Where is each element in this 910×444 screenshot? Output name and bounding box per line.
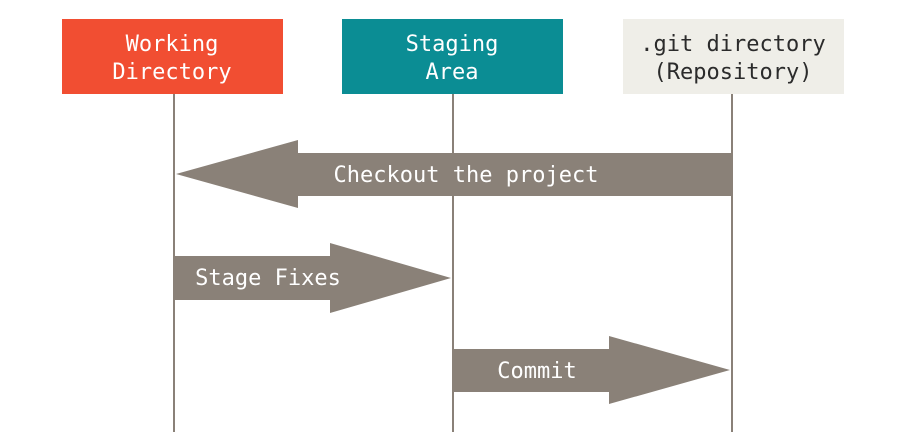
- commit-arrow: Commit: [453, 336, 730, 404]
- checkout-arrow-label: Checkout the project: [334, 163, 599, 188]
- checkout-arrow-shape: [176, 140, 732, 208]
- staging-area-box-bg: [342, 19, 563, 94]
- repository-label-line1: .git directory: [640, 32, 825, 57]
- working-directory-box: Working Directory: [62, 19, 283, 94]
- stage-fixes-arrow: Stage Fixes: [174, 243, 451, 313]
- working-directory-label-line2: Directory: [112, 60, 231, 85]
- checkout-arrow: Checkout the project: [176, 140, 732, 208]
- working-directory-box-bg: [62, 19, 283, 94]
- repository-label-line2: (Repository): [654, 60, 813, 85]
- stage-fixes-arrow-shape: [174, 243, 451, 313]
- repository-box-bg: [623, 19, 844, 94]
- stage-fixes-arrow-label: Stage Fixes: [195, 266, 341, 291]
- staging-area-box: Staging Area: [342, 19, 563, 94]
- repository-box: .git directory (Repository): [623, 19, 844, 94]
- commit-arrow-label: Commit: [497, 359, 576, 384]
- staging-area-label-line1: Staging: [406, 32, 499, 57]
- staging-area-label-line2: Area: [426, 60, 479, 85]
- commit-arrow-shape: [453, 336, 730, 404]
- working-directory-label-line1: Working: [126, 32, 219, 57]
